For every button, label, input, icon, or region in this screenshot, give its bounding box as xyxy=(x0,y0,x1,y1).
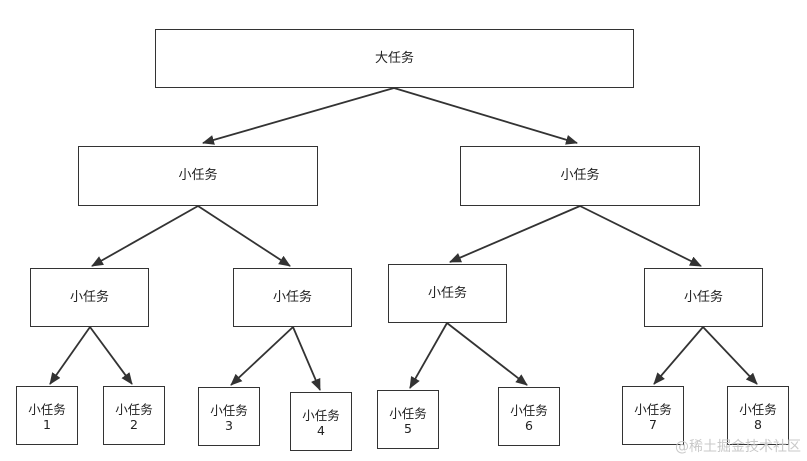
leaf-task-number: 1 xyxy=(43,416,51,432)
level1-task-label: 小任务 xyxy=(560,168,600,183)
level2-task-node-2: 小任务 xyxy=(233,268,352,327)
level2-task-label: 小任务 xyxy=(683,289,723,305)
watermark-text: @稀土掘金技术社区 xyxy=(675,439,801,455)
level1-task-node-2: 小任务 xyxy=(460,146,700,206)
connector-arrow-5 xyxy=(449,205,581,263)
connector-arrow-7 xyxy=(49,326,91,385)
leaf-task-number: 8 xyxy=(754,416,762,432)
level1-task-label: 小任务 xyxy=(178,168,218,183)
connector-arrow-10 xyxy=(292,326,321,391)
root-task-label: 大任务 xyxy=(374,50,414,66)
leaf-task-node-8: 小任务 8 xyxy=(727,386,789,445)
level2-task-label: 小任务 xyxy=(69,289,109,305)
level2-task-node-3: 小任务 xyxy=(388,264,507,323)
level2-task-node-1: 小任务 xyxy=(30,268,149,327)
leaf-task-node-3: 小任务 3 xyxy=(198,387,260,446)
connector-arrow-13 xyxy=(653,326,704,385)
leaf-task-node-5: 小任务 5 xyxy=(377,390,439,449)
leaf-task-node-2: 小任务 2 xyxy=(103,386,165,445)
leaf-task-number: 4 xyxy=(317,422,325,438)
level2-task-label: 小任务 xyxy=(272,289,312,305)
leaf-task-node-1: 小任务 1 xyxy=(16,386,78,445)
connector-arrow-11 xyxy=(409,322,448,389)
root-task-node: 大任务 xyxy=(155,29,634,88)
leaf-task-label: 小任务 xyxy=(210,402,248,418)
connector-arrow-12 xyxy=(446,322,528,386)
leaf-task-number: 7 xyxy=(649,416,657,432)
leaf-task-node-6: 小任务 6 xyxy=(498,387,560,446)
leaf-task-label: 小任务 xyxy=(389,405,427,421)
connector-arrow-1 xyxy=(202,87,395,145)
connector-arrow-3 xyxy=(91,205,199,267)
leaf-task-label: 小任务 xyxy=(510,402,548,418)
leaf-task-number: 2 xyxy=(130,416,138,432)
leaf-task-number: 5 xyxy=(404,420,412,436)
leaf-task-label: 小任务 xyxy=(739,401,777,417)
connector-arrow-6 xyxy=(579,205,702,267)
connector-arrow-9 xyxy=(230,326,294,386)
leaf-task-label: 小任务 xyxy=(634,401,672,417)
leaf-task-label: 小任务 xyxy=(302,407,340,423)
leaf-task-label: 小任务 xyxy=(28,401,66,417)
leaf-task-number: 3 xyxy=(225,417,233,433)
connector-arrow-14 xyxy=(702,326,758,385)
connector-arrow-2 xyxy=(393,87,578,145)
leaf-task-node-4: 小任务 4 xyxy=(290,392,352,451)
level2-task-node-4: 小任务 xyxy=(644,268,763,327)
leaf-task-number: 6 xyxy=(525,417,533,433)
level2-task-label: 小任务 xyxy=(427,285,467,301)
leaf-task-label: 小任务 xyxy=(115,401,153,417)
leaf-task-node-7: 小任务 7 xyxy=(622,386,684,445)
connector-arrow-8 xyxy=(89,326,133,385)
connector-arrow-4 xyxy=(197,205,291,267)
level1-task-node-1: 小任务 xyxy=(78,146,318,206)
